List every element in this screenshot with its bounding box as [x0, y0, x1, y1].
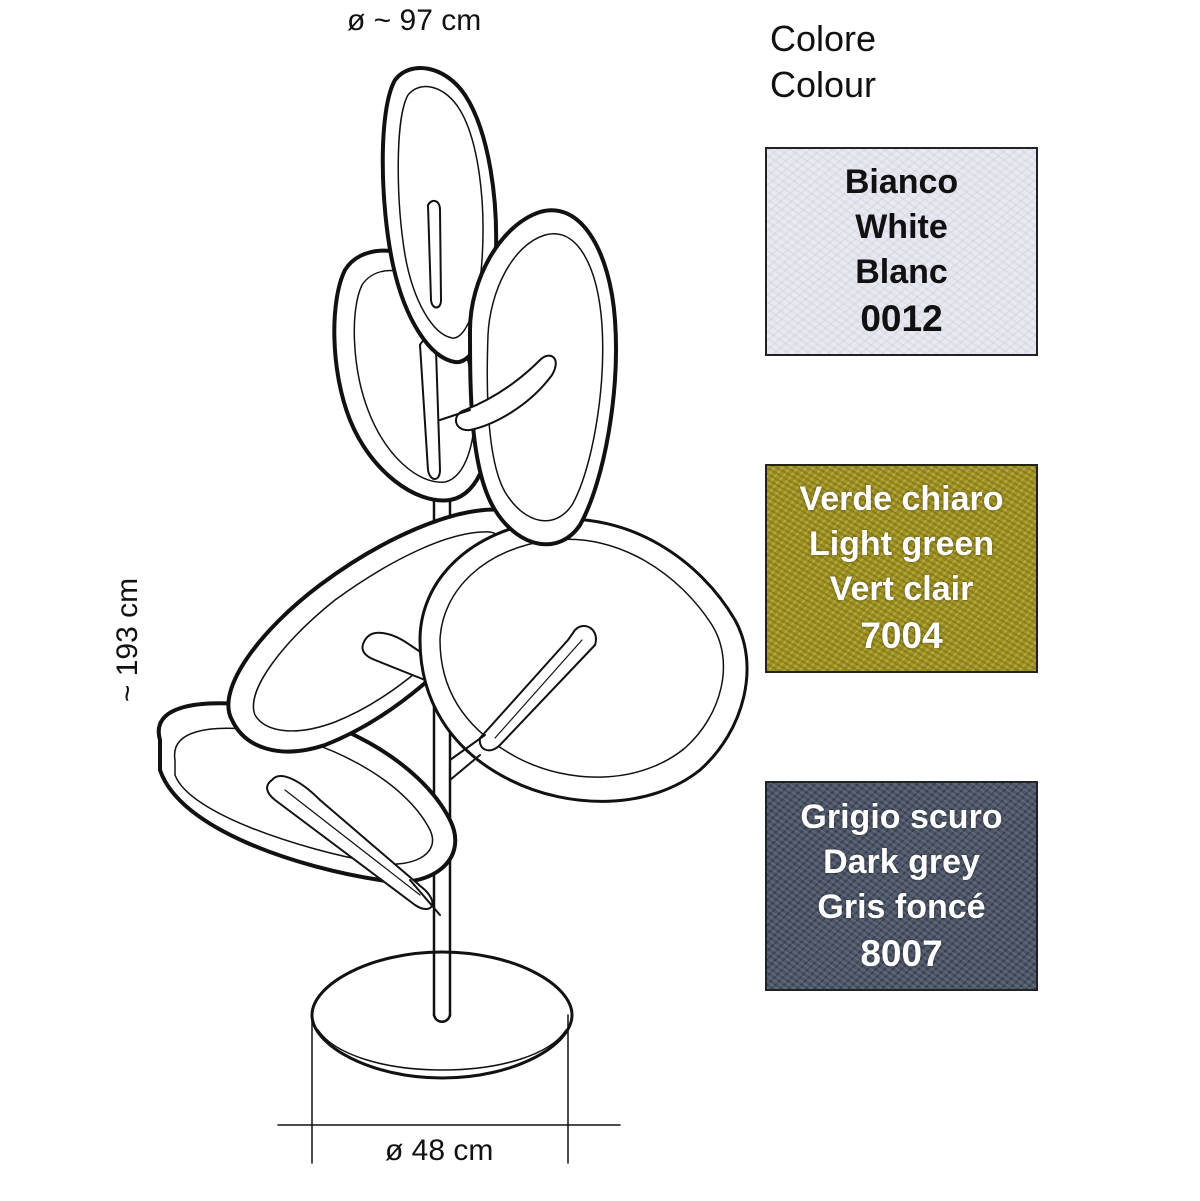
base-diameter-label: ø 48 cm: [385, 1134, 494, 1167]
disc-right-upper: [439, 208, 618, 547]
colour-heading-it: Colore: [770, 18, 877, 59]
height-label: ~ 193 cm: [111, 577, 144, 703]
colour-heading: Colore Colour: [770, 16, 876, 108]
swatch-white: Bianco White Blanc 0012: [765, 147, 1038, 356]
top-diameter-label: ø ~ 97 cm: [347, 4, 482, 37]
swatch-label-it: Grigio scuro: [800, 797, 1003, 836]
swatch-label-it: Verde chiaro: [799, 480, 1004, 518]
swatch-code: 7004: [860, 615, 943, 656]
swatch-light-green: Verde chiaro Light green Vert clair 7004: [765, 464, 1038, 673]
disc-top: [380, 66, 499, 365]
disc-right-large: [418, 517, 749, 803]
base-disc: [310, 950, 574, 1080]
swatch-label-en: Dark grey: [823, 842, 980, 881]
swatch-label-fr: Gris foncé: [817, 887, 986, 926]
swatch-label-en: Light green: [808, 525, 995, 563]
colour-heading-en: Colour: [770, 64, 877, 105]
lamp-line-drawing: [156, 66, 749, 1164]
swatch-dark-grey: Grigio scuro Dark grey Gris foncé 8007: [765, 781, 1038, 991]
swatch-code: 0012: [860, 298, 943, 339]
swatch-label-fr: Blanc: [855, 253, 948, 291]
base-dimension-lines: [277, 1014, 621, 1164]
swatch-label-fr: Vert clair: [829, 570, 974, 608]
swatch-code: 8007: [860, 932, 943, 974]
swatch-label-it: Bianco: [844, 163, 959, 201]
swatch-label-en: White: [855, 208, 948, 246]
